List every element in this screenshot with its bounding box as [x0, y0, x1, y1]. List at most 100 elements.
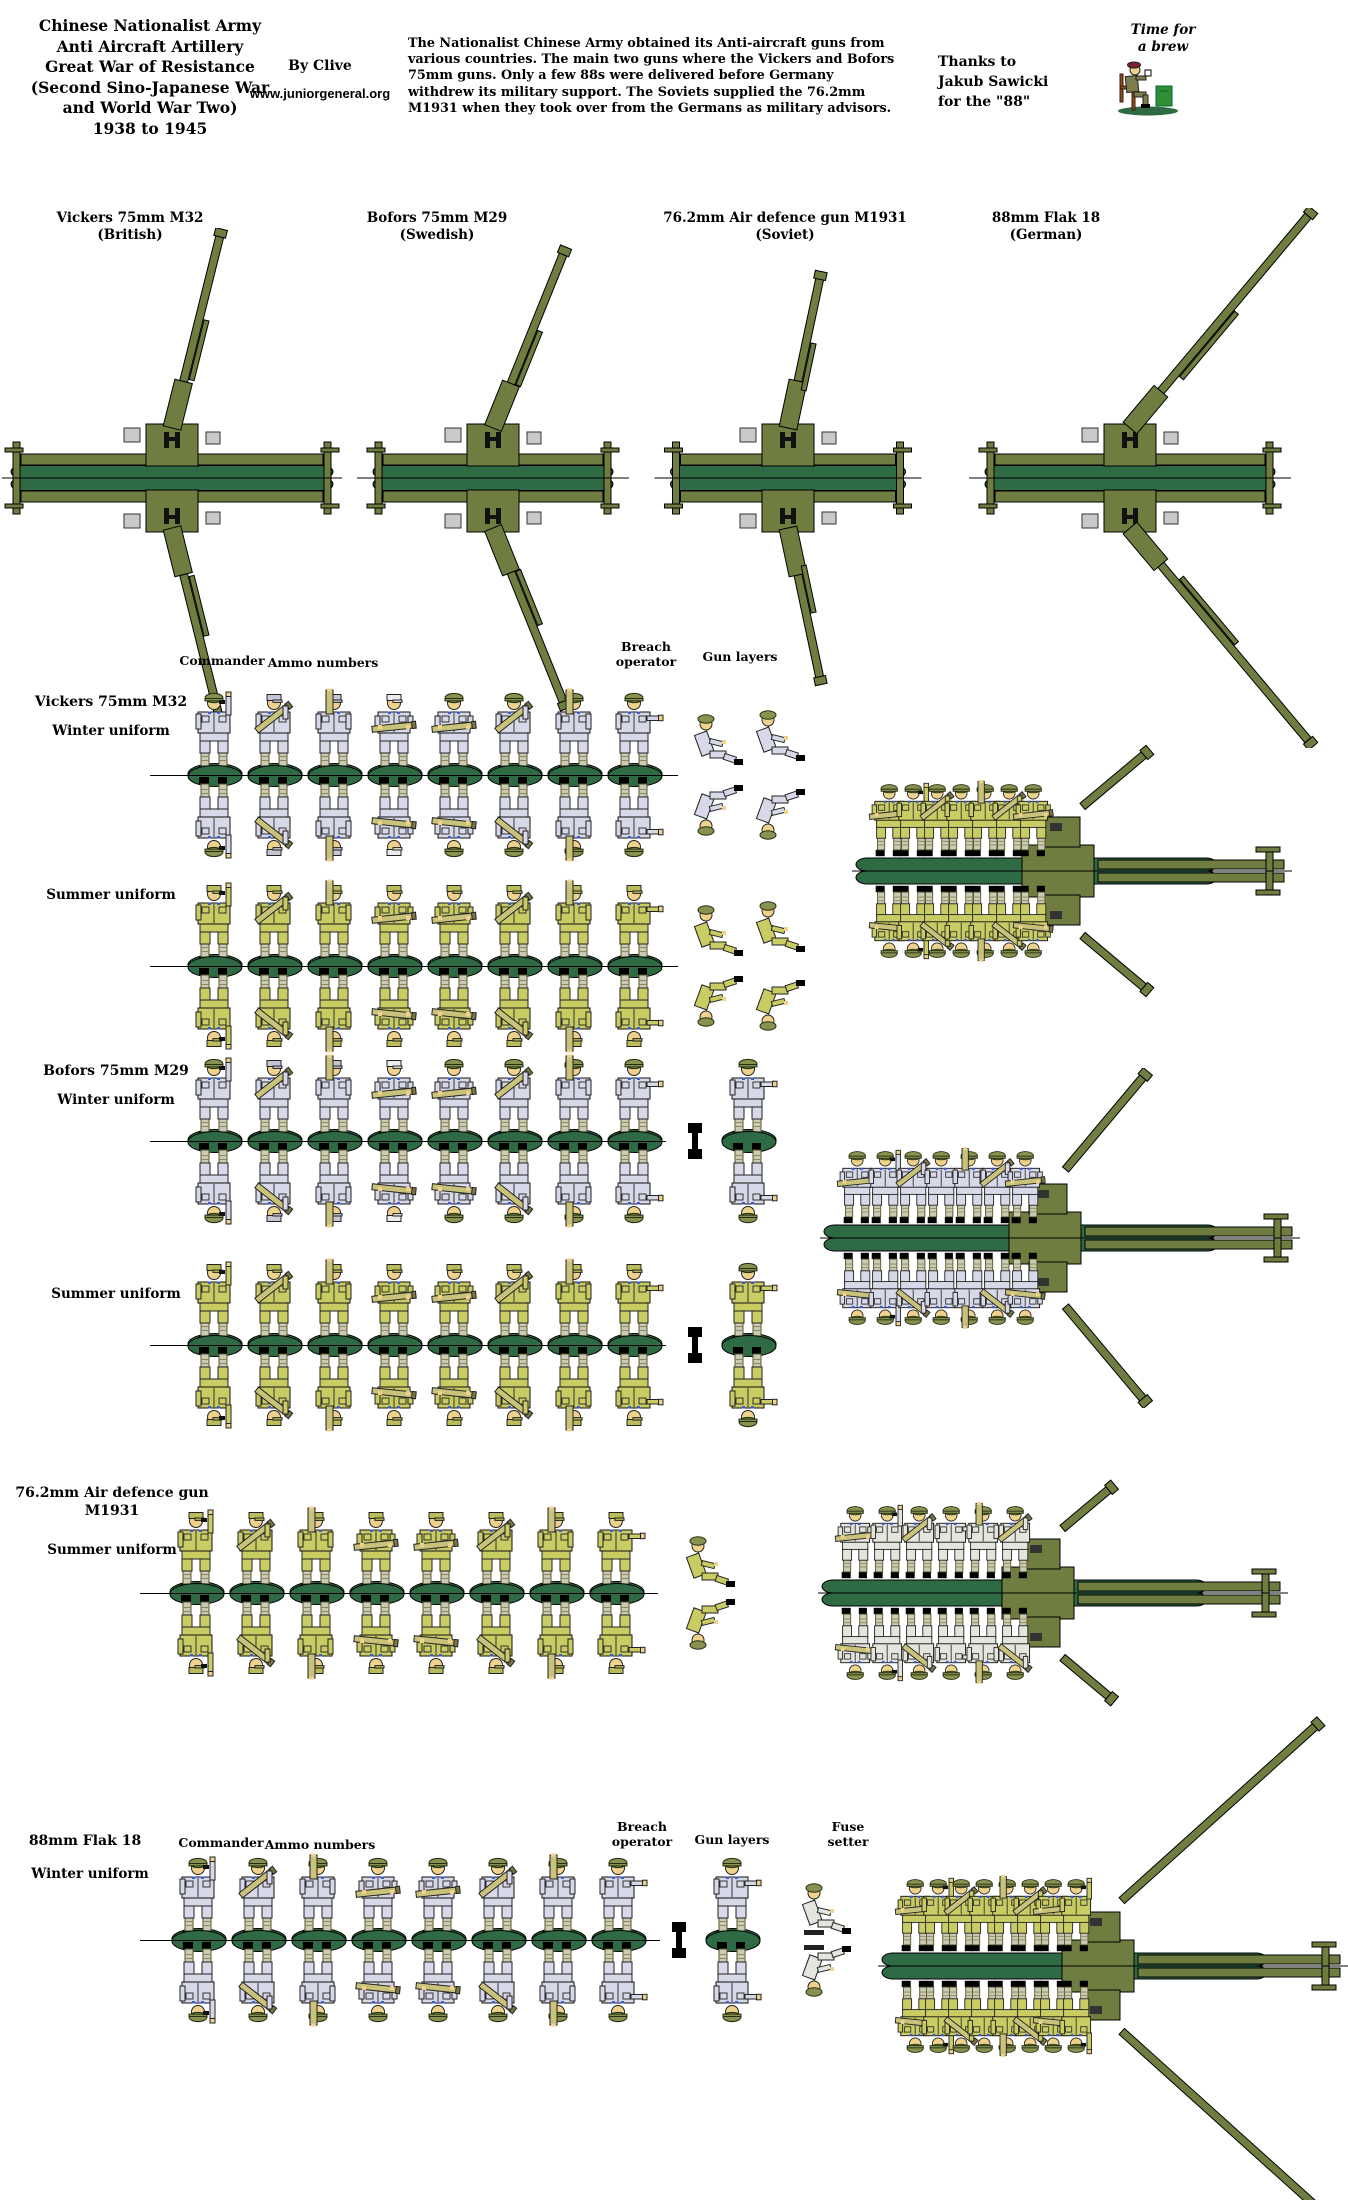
soldier-figure: [170, 1852, 228, 2028]
brew-caption: Time for a brew: [1130, 22, 1196, 55]
soldier-figure: [306, 687, 364, 863]
gun-model-vickers: [2, 228, 342, 728]
role-label-fuse-setter: Fuse setter: [827, 1819, 869, 1849]
soldier-figure: [606, 687, 664, 863]
soldier-figure: [486, 687, 544, 863]
soldier-figure: [408, 1505, 466, 1681]
role-label-commander: Commander: [179, 653, 265, 668]
fold-line: [150, 1345, 666, 1346]
gun-label-vickers: Vickers 75mm M32 (British): [28, 210, 232, 244]
figure-row-flak18-winter: [170, 1852, 856, 2028]
figure-row-vickers-winter: [186, 687, 812, 863]
gun-model-flak18: [925, 208, 1335, 748]
soldier-figure: [486, 878, 544, 1054]
soldier-figure: [720, 1257, 778, 1433]
gun-crew-piece-m1931: [818, 1478, 1288, 1708]
role-label-ammo-numbers: Ammo numbers: [264, 1837, 376, 1852]
soldier-figure: [546, 687, 604, 863]
uniform-label: Summer uniform: [46, 887, 176, 903]
soldier-figure: [486, 1257, 544, 1433]
section-title-m1931: 76.2mm Air defence gun M1931: [15, 1485, 209, 1519]
uniform-label: Winter uniform: [52, 723, 170, 739]
role-label-gun-layers: Gun layers: [694, 1832, 770, 1847]
gun-layer-seat: [666, 1878, 692, 2002]
gun-layer-seat: [682, 1283, 708, 1407]
soldier-figure: [186, 1257, 244, 1433]
soldier-figure: [290, 1852, 348, 2028]
soldier-figure: [366, 1257, 424, 1433]
soldier-figure: [230, 1852, 288, 2028]
soldier-figure: [530, 1852, 588, 2028]
soldier-figure: [410, 1852, 468, 2028]
fold-line: [150, 775, 678, 776]
soldier-figure: [528, 1505, 586, 1681]
gun-name: Bofors 75mm M29: [366, 210, 508, 226]
role-label-gun-layers: Gun layers: [702, 649, 778, 664]
soldier-figure: [426, 687, 484, 863]
brew-soldier-illustration: [1108, 54, 1188, 116]
soldier-figure: [288, 1505, 346, 1681]
soldier-figure: [348, 1505, 406, 1681]
soldier-figure: [228, 1505, 286, 1681]
gun-label-bofors: Bofors 75mm M29 (Swedish): [335, 210, 539, 244]
soldier-figure: [426, 1053, 484, 1229]
soldier-figure: [606, 1053, 664, 1229]
soldier-figure: [186, 687, 244, 863]
soldier-figure: [588, 1505, 646, 1681]
soldier-figure: [366, 878, 424, 1054]
section-title-flak18: 88mm Flak 18: [28, 1833, 142, 1849]
soldier-figure: [486, 1053, 544, 1229]
thanks-note: Thanks to Jakub Sawicki for the "88": [938, 54, 1049, 110]
soldier-figure: [546, 878, 604, 1054]
figure-row-bofors-winter: [186, 1053, 780, 1229]
fold-line: [140, 1940, 660, 1941]
soldier-figure: [246, 1257, 304, 1433]
figure-row-bofors-summer: [186, 1257, 780, 1433]
gun-crew-piece-vickers: [852, 731, 1292, 1011]
gun-crew-piece-flak18: [878, 1706, 1348, 2200]
fold-line: [150, 966, 678, 967]
soldier-figure: [590, 1852, 648, 2028]
gun-layer-figure: [676, 1531, 740, 1655]
soldier-figure: [246, 687, 304, 863]
uniform-label: Summer uniform: [47, 1542, 177, 1558]
gun-layer-seat: [682, 1079, 708, 1203]
fold-line: [150, 1141, 666, 1142]
fold-line: [140, 1593, 658, 1594]
gun-model-bofors: [343, 243, 643, 713]
gun-name: 76.2mm Air defence gun M1931: [663, 210, 907, 226]
soldier-figure: [468, 1505, 526, 1681]
soldier-figure: [186, 878, 244, 1054]
gun-label-m1931: 76.2mm Air defence gun M1931 (Soviet): [652, 210, 918, 244]
uniform-label: Summer uniform: [51, 1286, 181, 1302]
soldier-figure: [470, 1852, 528, 2028]
gun-name: 88mm Flak 18: [991, 210, 1101, 226]
soldier-figure: [306, 878, 364, 1054]
role-label-breach-operator: Breach operator: [615, 639, 677, 669]
soldier-figure: [168, 1505, 226, 1681]
soldier-figure: [186, 1053, 244, 1229]
page-title: Chinese Nationalist Army Anti Aircraft A…: [30, 16, 270, 138]
uniform-label: Winter uniform: [31, 1866, 149, 1882]
gun-label-flak18: 88mm Flak 18 (German): [944, 210, 1148, 244]
soldier-figure: [606, 1257, 664, 1433]
soldier-figure: [606, 878, 664, 1054]
gun-name: Vickers 75mm M32: [56, 210, 204, 226]
soldier-figure: [366, 1053, 424, 1229]
soldier-figure: [546, 1053, 604, 1229]
uniform-label: Winter uniform: [57, 1092, 175, 1108]
gun-crew-piece-bofors: [820, 1068, 1300, 1408]
soldier-figure: [426, 1257, 484, 1433]
gun-layer-pair: [684, 709, 812, 841]
soldier-figure: [366, 687, 424, 863]
gun-origin: (Swedish): [399, 227, 475, 243]
role-label-ammo-numbers: Ammo numbers: [267, 655, 379, 670]
byline: By Clive: [288, 58, 352, 74]
gun-model-m1931: [633, 243, 943, 713]
figure-row-vickers-summer: [186, 878, 812, 1054]
role-label-commander: Commander: [178, 1835, 264, 1850]
gun-origin: (British): [97, 227, 163, 243]
section-title-vickers: Vickers 75mm M32: [34, 694, 188, 710]
role-label-breach-operator: Breach operator: [611, 1819, 673, 1849]
